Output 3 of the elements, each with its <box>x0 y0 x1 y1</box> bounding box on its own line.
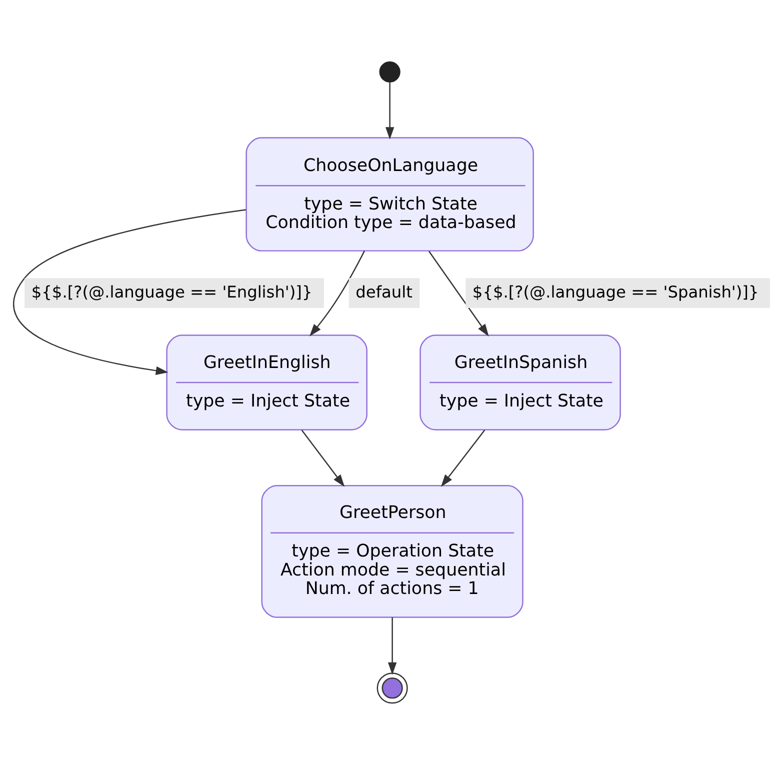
edge-label: ${$.[?(@.language == 'English')]} <box>31 282 312 301</box>
edge-label: default <box>356 282 412 301</box>
edge-label: ${$.[?(@.language == 'Spanish')]} <box>472 282 759 301</box>
